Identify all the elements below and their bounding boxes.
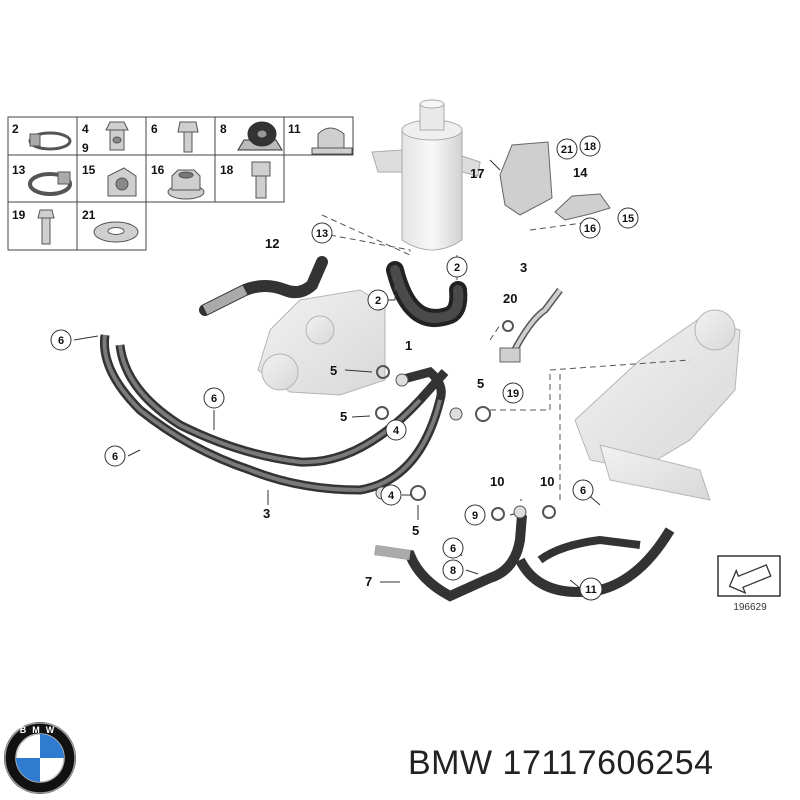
line-20 (508, 287, 563, 357)
diagram-number: 196629 (733, 602, 767, 613)
callout-6: 6 (203, 387, 225, 409)
svg-text:19: 19 (507, 388, 519, 400)
socket-screw-icon (251, 161, 271, 199)
hose-clamp-icon (28, 131, 72, 151)
hex-collar-nut-icon (167, 169, 205, 200)
grid-label-16: 16 (151, 163, 165, 177)
callout-20: 20 (503, 291, 517, 306)
grid-label-21: 21 (82, 208, 96, 222)
callout-8: 8 (442, 559, 464, 581)
clip-nut-icon (107, 167, 137, 197)
callout-3: 3 (263, 506, 270, 521)
callout-21: 21 (556, 138, 578, 160)
rubber-mount-icon (237, 121, 283, 151)
svg-text:2: 2 (454, 262, 460, 274)
callout-19: 19 (502, 382, 524, 404)
svg-text:21: 21 (561, 144, 573, 156)
bolt-icon (177, 121, 199, 153)
logo-letters: BMW (20, 725, 61, 735)
grid-label-9: 9 (82, 141, 89, 155)
svg-text:6: 6 (450, 543, 456, 555)
callout-5: 5 (340, 409, 347, 424)
grid-label-15: 15 (82, 163, 96, 177)
bmw-logo: BMW (4, 722, 76, 794)
grid-label-2: 2 (12, 122, 19, 136)
callout-4: 4 (380, 484, 402, 506)
grid-label-6: 6 (151, 122, 158, 136)
bracket-14 (554, 193, 611, 221)
svg-text:13: 13 (316, 228, 328, 240)
callout-15: 15 (617, 207, 639, 229)
grid-label-8: 8 (220, 122, 227, 136)
svg-text:9: 9 (472, 510, 478, 522)
callout-4: 4 (385, 419, 407, 441)
callout-6: 6 (50, 329, 72, 351)
leader-lines (321, 214, 691, 500)
grid-label-19: 19 (12, 208, 26, 222)
svg-text:4: 4 (388, 490, 395, 502)
brand-name: BMW (408, 744, 493, 782)
callout-5: 5 (477, 376, 484, 391)
hose-clamp-icon (28, 171, 72, 196)
diagram-reference-box: 196629 (717, 555, 781, 613)
callout-10: 10 (490, 474, 504, 489)
svg-text:8: 8 (450, 565, 456, 577)
grid-label-4: 4 (82, 122, 89, 136)
washer-icon (93, 221, 139, 243)
callout-3: 3 (520, 260, 527, 275)
o-ring (375, 320, 556, 521)
grid-label-18: 18 (220, 163, 234, 177)
grid-label-11: 11 (288, 122, 301, 136)
svg-text:4: 4 (393, 425, 400, 437)
callout-11: 11 (579, 577, 603, 601)
callout-14: 14 (573, 165, 588, 180)
callout-6: 6 (442, 537, 464, 559)
svg-text:6: 6 (580, 485, 586, 497)
callout-9: 9 (464, 504, 486, 526)
svg-text:6: 6 (211, 393, 217, 405)
callout-2: 2 (367, 289, 389, 311)
parts-grid: 2 4 9 6 8 11 13 15 16 18 19 21 (7, 116, 354, 251)
steering-rack-ghost (574, 309, 741, 501)
bracket-17 (499, 141, 553, 216)
callout-5: 5 (412, 523, 419, 538)
part-number: 17117606254 (502, 744, 714, 782)
grid-label-13: 13 (12, 163, 26, 177)
hose-3 (99, 334, 449, 495)
callout-12: 12 (265, 236, 279, 251)
brand-part-number: BMW 17117606254 (408, 744, 714, 783)
svg-text:18: 18 (584, 141, 596, 153)
svg-text:15: 15 (622, 213, 634, 225)
callout-7: 7 (365, 574, 372, 589)
callout-circled-group: 13 2 2 6 6 6 6 4 (50, 135, 639, 601)
svg-text:11: 11 (585, 584, 597, 596)
steering-gear-ghost (257, 289, 386, 396)
callout-6: 6 (104, 445, 126, 467)
callout-16: 16 (579, 217, 601, 239)
callout-10: 10 (540, 474, 554, 489)
svg-text:6: 6 (58, 335, 64, 347)
svg-text:2: 2 (375, 295, 381, 307)
hose-12 (199, 256, 328, 316)
callout-plain-group: 1 3 5 5 5 5 7 10 10 12 14 17 20 3 (263, 165, 588, 589)
reservoir-tank (371, 99, 481, 251)
banjo-bolt-icon (105, 121, 129, 151)
callout-18: 18 (579, 135, 601, 157)
svg-text:6: 6 (112, 451, 118, 463)
callout-13: 13 (311, 222, 333, 244)
svg-text:16: 16 (584, 223, 596, 235)
callout-17: 17 (470, 166, 484, 181)
screw-icon (37, 209, 55, 245)
callout-2: 2 (446, 256, 468, 278)
hose-1 (386, 261, 468, 327)
hose-bracket-icon (311, 127, 353, 155)
callout-1: 1 (405, 338, 412, 353)
hose-7 (374, 514, 675, 602)
callout-6: 6 (572, 479, 594, 501)
bracket-19 (499, 347, 521, 363)
callout-5: 5 (330, 363, 337, 378)
